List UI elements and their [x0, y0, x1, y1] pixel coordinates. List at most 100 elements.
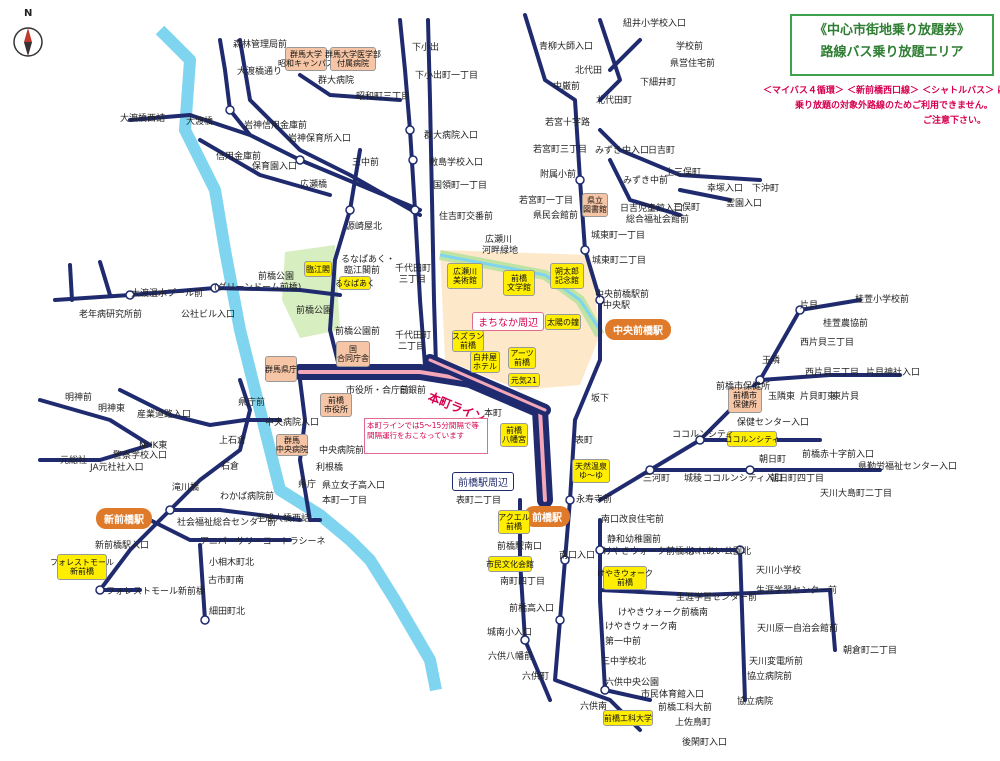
bus-stop-label: 永寿寺前: [576, 495, 613, 505]
bus-stop-label: 紐井小学校入口: [623, 19, 687, 29]
landmark-kencho: 群馬県庁: [265, 356, 297, 382]
bus-stop-label: 三中学校北: [601, 657, 647, 667]
bus-stop-label: 城稜: [684, 474, 703, 484]
landmark-bunka: 市民文化会館: [486, 556, 534, 572]
bus-stop-label: フォレストモール新前橋: [106, 587, 206, 597]
bus-stop-label: 後閑町入口: [682, 738, 728, 748]
bus-stop-label: 北代田: [575, 66, 603, 76]
bus-stop-label: 住吉町交番前: [439, 212, 494, 222]
bus-stop-label: 市役所・合庁前: [346, 386, 410, 396]
bus-stop-label: 西片貝三丁目: [800, 338, 855, 348]
bus-stop-label: 東片貝: [832, 392, 860, 402]
bus-stop-label: ココルンシティ入口: [703, 474, 784, 484]
bus-stop-label: 前橋駅南口: [497, 542, 543, 552]
bus-stop-label: 玉隣: [762, 356, 781, 366]
bus-stop-label: (グリーンドーム前橋): [214, 283, 302, 293]
bus-stop-label: みずき中入口: [595, 146, 650, 156]
landmark-hoken: 前橋市 保健所: [728, 387, 762, 413]
bus-stop-label: 天川小学校: [756, 566, 802, 576]
landmark-hachimangu: 前橋 八幡宮: [500, 423, 528, 447]
bus-stop-label: けやきウォーク南: [605, 622, 678, 632]
bus-stop-label: 上佐鳥町: [675, 718, 712, 728]
landmark-sakutaro: 朔太郎 記念館: [550, 263, 584, 289]
bus-stop-label: 桂萱農協前: [823, 319, 869, 329]
bus-stop-label: 生涯学習センター前: [676, 593, 758, 603]
bus-stop-label: 協立病院: [737, 697, 774, 707]
title-line2: 路線バス乗り放題エリア: [820, 45, 964, 60]
bus-stop-label: 静和幼稚園前: [607, 535, 662, 545]
bus-stop-label: 広瀬橋: [300, 180, 328, 190]
landmark-cocolon: ココルンシティ: [724, 431, 780, 447]
machinaka-area-label: まちなか周辺: [472, 312, 544, 331]
bus-stop-label: 下沖町: [752, 184, 780, 194]
landmark-genki21: 元気21: [508, 373, 540, 387]
bus-stop-label: 霊園入口: [726, 199, 763, 209]
bus-stop-label: 前橋公園: [296, 306, 333, 316]
bus-stop-label: 群大病院: [318, 76, 355, 86]
bus-stop-label: 朝倉町二丁目: [843, 646, 898, 656]
bus-stop-label: 産業道路入口: [137, 410, 192, 420]
bus-stop-label: 天川大島町二丁目: [820, 489, 893, 499]
bus-stop-label: 天川原一自治会館前: [757, 624, 839, 634]
bus-stop-label: 六供中央公園: [605, 678, 660, 688]
bus-stop-label: 千代田町: [395, 264, 432, 274]
bus-stop-label: ふれあい公園北: [688, 547, 752, 557]
bus-stop-label: 学校前: [676, 42, 704, 52]
bus-stop-label: るなぱあく・: [341, 255, 396, 265]
bus-stop-label: 三丁目: [399, 275, 427, 285]
bus-stop-label: 青柳大師入口: [539, 42, 594, 52]
bus-stop-label: 六供町: [522, 672, 550, 682]
bus-stop-label: 前橋赤十字前入口: [802, 450, 875, 460]
bus-stop-label: 広瀬川: [485, 235, 513, 245]
bus-stop-label: 城東町一丁目: [591, 231, 646, 241]
bus-stop-label: 滝川橋: [172, 483, 200, 493]
bus-stop-label: 前橋市保健所: [716, 382, 771, 392]
bus-stop-label: 二丁目: [398, 342, 426, 352]
bus-stop-label: 新前橋駅入口: [95, 541, 150, 551]
bus-stop-label: 県民会館前: [533, 211, 579, 221]
landmark-gunma-fuzoku: 群馬大学医学部 付属病院: [325, 47, 381, 71]
landmark-shiroi-hotel: 白井屋 ホテル: [470, 351, 500, 373]
bus-stop-label: 大渡橋通り: [237, 67, 283, 77]
bus-stop-label: 附属小前: [540, 170, 577, 180]
bus-stop-label: NHK東: [139, 441, 168, 451]
bus-stop-label: 桂萱小学校前: [855, 295, 910, 305]
title-line1: 《中心市街地乗り放題券》: [813, 23, 970, 38]
bus-stop-label: 森林管理局前: [233, 40, 288, 50]
landmark-akueru: アクエル 前橋: [498, 510, 530, 534]
bus-stop-label: /中央駅: [600, 301, 631, 311]
tone-river: [155, 25, 442, 692]
bus-stop-label: ココルンシティ: [672, 430, 735, 440]
bus-stop-label: 千代田町: [395, 331, 432, 341]
bus-stop-label: 岩神保育所入口: [288, 134, 352, 144]
notice-line3: ご注意下さい。: [923, 116, 987, 126]
bus-stop-label: 前橋公園: [258, 272, 295, 282]
bus-stop-label: 南口入口: [559, 551, 596, 561]
bus-stop-label: 下細井町: [640, 78, 677, 88]
bus-stop-label: けやきウォーク前橋北: [603, 547, 694, 557]
compass-icon: [13, 27, 43, 57]
bus-stop-label: 城東町二丁目: [592, 256, 647, 266]
bus-stop-label: 大渡橋西詰: [120, 114, 166, 124]
landmark-kenritsu-toshokan: 県立 図書館: [582, 193, 608, 217]
bus-stop-label: 県勤労福祉センター入口: [858, 462, 958, 472]
landmark-koka: 前橋工科大学: [603, 710, 653, 726]
bus-stop-label: 日吉児童館入口: [620, 204, 684, 214]
bus-stop-label: 中央病院前: [319, 446, 365, 456]
bus-stop-label: 本町: [484, 409, 503, 419]
bus-stop-label: 臨江閣前: [344, 266, 381, 276]
bus-stop-label: けやきウォーク前橋南: [618, 608, 709, 618]
bus-stop-label: 総合福祉会館前: [626, 215, 690, 225]
landmark-gunma-daigaku: 群馬大学 昭和キャンパス: [278, 47, 334, 71]
compass-label: N: [24, 8, 33, 19]
bus-stop-label: 昭和町三丁目: [356, 92, 411, 102]
bus-stop-label: 信用金庫前: [216, 152, 262, 162]
bus-stop-label: 表町二丁目: [456, 496, 502, 506]
bus-stop-label: 国領町一丁目: [433, 181, 488, 191]
bus-stop-label: 県庁: [298, 480, 317, 490]
bus-stop-label: 三河町: [643, 474, 671, 484]
landmark-forest: フォレストモール 新前橋: [50, 554, 114, 580]
bus-stop-label: 朝日町四丁目: [770, 474, 825, 484]
bus-stop-label: 公社ビル入口: [181, 310, 236, 320]
